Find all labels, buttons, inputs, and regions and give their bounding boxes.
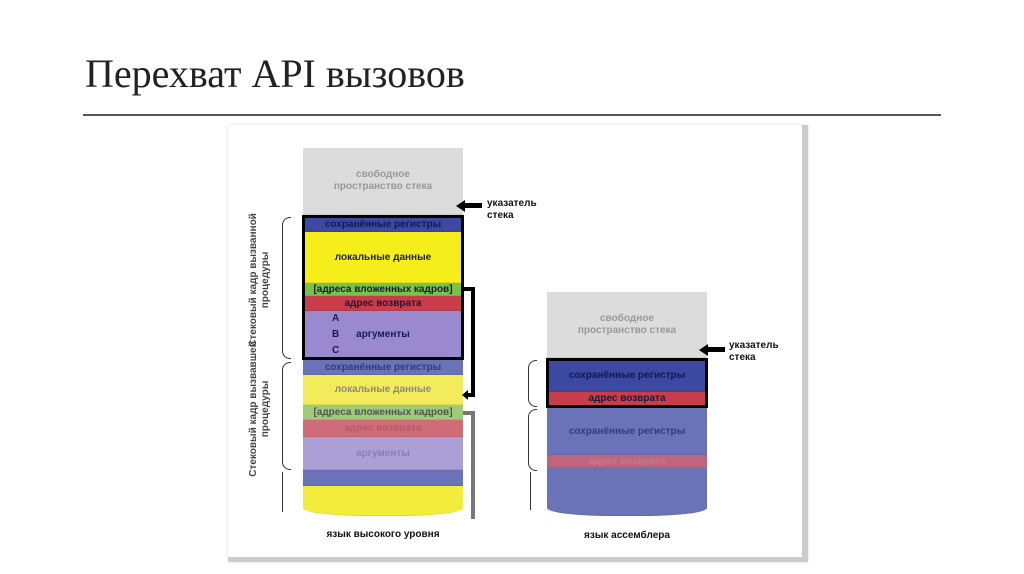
caller-arguments: аргументы	[303, 437, 463, 470]
link-line	[463, 287, 475, 291]
free-space-block: свободное пространство стека	[303, 148, 463, 215]
high-level-caption: язык высокого уровня	[326, 529, 440, 540]
link-line	[466, 393, 475, 397]
asm-frame-outline	[546, 358, 708, 408]
slide-title: Перехват API вызовов	[85, 51, 465, 96]
brace-icon	[282, 472, 283, 512]
arrow-icon	[456, 200, 465, 212]
pointer-arrow-shaft	[707, 347, 725, 352]
return-address: адрес возврата	[303, 296, 463, 311]
brace-icon	[282, 362, 291, 470]
arg-c: C	[332, 345, 340, 356]
called-frame-label: Стековый кадр вызванной процедуры	[248, 213, 271, 347]
local-data: локальные данные	[303, 232, 463, 283]
stack-pointer-label: указатель стека	[729, 340, 779, 363]
brace-icon	[282, 217, 291, 359]
link-line-gray	[471, 411, 475, 519]
brace-icon	[530, 472, 531, 510]
arguments-label: аргументы	[356, 328, 410, 340]
arg-a: A	[332, 313, 340, 324]
caller-nested-frame-addresses: [адреса вложенных кадров]	[303, 405, 463, 420]
saved-registers: сохранённые регистры	[303, 217, 463, 232]
asm-caller-return-address: адрес возврата	[547, 455, 707, 468]
caller-frame-label: Стековый кадр вызвавшей процедуры	[248, 341, 271, 477]
arrow-icon	[699, 344, 708, 356]
brace-icon	[528, 360, 537, 407]
pointer-arrow-shaft	[464, 203, 482, 208]
link-line	[471, 287, 475, 397]
arrow-icon	[462, 390, 468, 400]
asm-caller-saved-registers: сохранённые регистры	[547, 408, 707, 455]
older-saved-registers	[303, 470, 463, 486]
nested-frame-addresses: [адреса вложенных кадров]	[303, 283, 463, 296]
called-frame-outline	[302, 215, 464, 360]
caller-local-data: локальные данные	[303, 375, 463, 405]
arg-b: B	[332, 329, 340, 340]
older-local-data	[303, 486, 463, 516]
asm-older-frame	[547, 468, 707, 516]
free-space-block: свободное пространство стека	[547, 292, 707, 358]
caller-saved-registers: сохранённые регистры	[303, 360, 463, 375]
stack-pointer-label: указатель стека	[487, 198, 537, 221]
brace-icon	[528, 409, 537, 471]
asm-saved-registers: сохранённые регистры	[547, 360, 707, 392]
title-divider	[83, 114, 941, 116]
assembler-caption: язык ассемблера	[584, 530, 670, 541]
caller-return-address: адрес возврата	[303, 420, 463, 437]
link-line-gray	[463, 411, 475, 415]
